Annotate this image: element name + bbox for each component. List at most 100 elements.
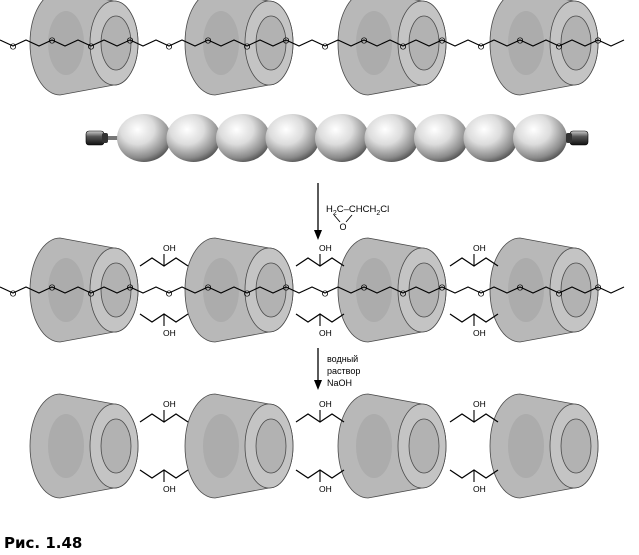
row3-oxygen-atom: O: [205, 283, 212, 293]
row4-hydroxyl-group: OH: [319, 399, 332, 409]
reagent-sub-2: 2: [333, 210, 337, 217]
row3-glyceryl-bridge-bottom-2: OH: [295, 313, 345, 338]
row4-cyclodextrin-4: [489, 393, 599, 499]
figure-caption: Рис. 1.48: [4, 534, 83, 552]
row1-oxygen-atom: O: [283, 36, 290, 46]
row3-cyclodextrin-4: [489, 237, 599, 343]
row4-glyceryl-bridge-bottom-2: OH: [295, 469, 345, 494]
reaction-arrow-2: [314, 348, 322, 390]
row3-oxygen-atom: O: [595, 283, 602, 293]
svg-text:H2C–CHCH2Cl: H2C–CHCH2Cl: [326, 204, 389, 217]
reagent-sub-2b: 2: [376, 210, 380, 217]
row4-hydroxyl-group: OH: [473, 484, 486, 494]
row1-oxygen-atom: O: [400, 42, 407, 52]
epichlorohydrin-formula: H2C–CHCH2Cl O: [326, 204, 389, 232]
row3-oxygen-atom: O: [283, 283, 290, 293]
bead: [463, 114, 518, 162]
row1-oxygen-atom: O: [244, 42, 251, 52]
row1-oxygen-atom: O: [517, 36, 524, 46]
bead: [513, 114, 567, 162]
row4-cyclodextrin-2: [184, 393, 294, 499]
reagent-rest: C–CHCH: [337, 204, 377, 215]
row4-hydroxyl-group: OH: [473, 399, 486, 409]
naoh-conditions: водный раствор NaOH: [327, 354, 360, 388]
row1-cyclodextrin-4: [489, 0, 599, 96]
row3-cyclodextrin-2: [184, 237, 294, 343]
row4-glyceryl-bridge-top-2: OH: [295, 399, 345, 423]
row-molecular-tube: OH OH OH OH OH OH: [29, 393, 599, 499]
row1-oxygen-atom: O: [166, 42, 173, 52]
row3-glyceryl-bridge-bottom-1: OH: [139, 313, 189, 338]
row1-oxygen-atom: O: [361, 36, 368, 46]
row3-glyceryl-bridge-top-2: OH: [295, 243, 345, 267]
row3-hydroxyl-group: OH: [163, 243, 176, 253]
stopper-right: [566, 130, 589, 146]
row1-oxygen-atom: O: [322, 42, 329, 52]
row3-oxygen-atom: O: [478, 289, 485, 299]
epoxide-oxygen: O: [340, 222, 347, 232]
reaction-arrow-1: [314, 183, 322, 240]
row4-hydroxyl-group: OH: [319, 484, 332, 494]
bead: [166, 114, 221, 162]
bead: [216, 114, 270, 162]
bead: [364, 114, 419, 162]
bead: [315, 114, 369, 162]
conditions-line-1: водный: [327, 354, 358, 364]
row1-cyclodextrin-2: [184, 0, 294, 96]
row3-oxygen-atom: O: [127, 283, 134, 293]
row1-oxygen-atom: O: [556, 42, 563, 52]
row4-glyceryl-bridge-bottom-1: OH: [139, 469, 189, 494]
stopper-left: [85, 130, 108, 146]
row4-cyclodextrin-1: [29, 393, 139, 499]
reagent-cl: Cl: [380, 204, 389, 215]
row1-cyclodextrin-1: [29, 0, 139, 96]
row1-oxygen-atom: O: [10, 42, 17, 52]
row3-glyceryl-bridge-top-1: OH: [139, 243, 189, 267]
row1-oxygen-atom: O: [478, 42, 485, 52]
row-crosslinked-polyrotaxane: O O O O O O O O O O O O O O O O OH OH OH OH OH OH: [0, 237, 625, 343]
row3-hydroxyl-group: OH: [319, 243, 332, 253]
row3-glyceryl-bridge-bottom-3: OH: [449, 313, 499, 338]
bead: [414, 114, 468, 162]
row3-oxygen-atom: O: [10, 289, 17, 299]
row1-oxygen-atom: O: [127, 36, 134, 46]
bead: [117, 114, 171, 162]
row1-oxygen-atom: O: [439, 36, 446, 46]
row1-oxygen-atom: O: [205, 36, 212, 46]
row3-oxygen-atom: O: [400, 289, 407, 299]
row3-oxygen-atom: O: [322, 289, 329, 299]
row4-glyceryl-bridge-bottom-3: OH: [449, 469, 499, 494]
conditions-line-3: NaOH: [327, 378, 352, 388]
row3-oxygen-atom: O: [361, 283, 368, 293]
bead-string: [100, 114, 575, 162]
row-bead-schematic: [85, 114, 589, 162]
reagent-h: H: [326, 204, 333, 215]
row3-oxygen-atom: O: [439, 283, 446, 293]
row3-cyclodextrin-3: [337, 237, 447, 343]
conditions-line-2: раствор: [327, 366, 360, 376]
bead: [265, 114, 320, 162]
row1-cyclodextrin-3: [337, 0, 447, 96]
row3-oxygen-atom: O: [166, 289, 173, 299]
row3-hydroxyl-group: OH: [163, 328, 176, 338]
row4-hydroxyl-group: OH: [163, 484, 176, 494]
row1-oxygen-atom: O: [49, 36, 56, 46]
row3-oxygen-atom: O: [244, 289, 251, 299]
row3-hydroxyl-group: OH: [319, 328, 332, 338]
row4-glyceryl-bridge-top-1: OH: [139, 399, 189, 423]
row3-hydroxyl-group: OH: [473, 243, 486, 253]
row3-oxygen-atom: O: [556, 289, 563, 299]
row1-oxygen-atom: O: [88, 42, 95, 52]
row4-hydroxyl-group: OH: [163, 399, 176, 409]
row3-glyceryl-bridge-top-3: OH: [449, 243, 499, 267]
row4-glyceryl-bridge-top-3: OH: [449, 399, 499, 423]
row3-hydroxyl-group: OH: [473, 328, 486, 338]
row1-oxygen-atom: O: [595, 36, 602, 46]
row3-oxygen-atom: O: [517, 283, 524, 293]
row3-oxygen-atom: O: [49, 283, 56, 293]
row3-oxygen-atom: O: [88, 289, 95, 299]
